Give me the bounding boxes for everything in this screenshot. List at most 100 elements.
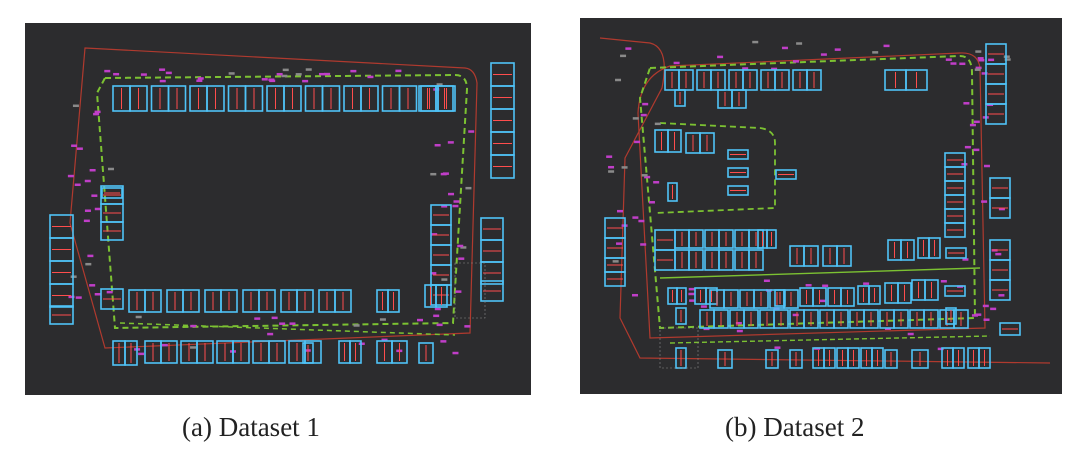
point-cloud-blob bbox=[781, 46, 788, 50]
point-cloud-blob bbox=[983, 164, 990, 168]
point-cloud-blob bbox=[71, 144, 78, 147]
point-cloud-blob bbox=[381, 338, 388, 342]
parking-slot-box bbox=[783, 289, 799, 309]
parking-slot-box bbox=[435, 284, 448, 308]
dataset-2-map bbox=[580, 18, 1062, 394]
point-cloud-blob bbox=[279, 322, 286, 325]
parking-slot-box bbox=[743, 309, 759, 329]
point-cloud-blob bbox=[644, 175, 651, 179]
point-cloud-blob bbox=[107, 167, 114, 171]
parking-slot-box bbox=[220, 289, 238, 313]
parking-slot-box bbox=[897, 282, 912, 304]
point-cloud-blob bbox=[430, 272, 437, 275]
point-cloud-blob bbox=[430, 172, 437, 176]
parking-slot-box bbox=[296, 289, 314, 313]
dataset-1-map-canvas bbox=[49, 47, 515, 366]
point-cloud-blob bbox=[159, 79, 166, 83]
point-cloud-blob bbox=[305, 68, 312, 71]
point-cloud-blob bbox=[796, 42, 803, 45]
parking-slot-box bbox=[893, 309, 909, 329]
parking-slot-box bbox=[604, 271, 626, 287]
point-cloud-blob bbox=[822, 284, 829, 288]
point-cloud-blob bbox=[620, 54, 627, 58]
point-cloud-blob bbox=[267, 332, 274, 336]
parking-slot-box bbox=[206, 85, 225, 112]
parking-slot-box bbox=[244, 85, 264, 112]
point-cloud-blob bbox=[642, 102, 649, 106]
parking-slot-box bbox=[765, 349, 779, 369]
parking-slot-box bbox=[847, 347, 860, 369]
point-cloud-blob bbox=[774, 346, 781, 349]
parking-slot-box bbox=[688, 229, 704, 249]
parking-slot-box bbox=[674, 89, 686, 107]
parking-slot-box bbox=[774, 289, 786, 307]
point-cloud-blob bbox=[977, 57, 984, 60]
point-cloud-blob bbox=[465, 186, 472, 190]
parking-slot-box bbox=[905, 69, 928, 91]
parking-slot-box bbox=[775, 169, 797, 180]
point-cloud-blob bbox=[85, 262, 92, 266]
parking-slot-box bbox=[718, 229, 734, 249]
point-cloud-blob bbox=[735, 321, 742, 325]
point-cloud-blob bbox=[282, 68, 289, 72]
point-cloud-blob bbox=[289, 322, 296, 325]
point-cloud-blob bbox=[688, 292, 695, 296]
parking-slot-box bbox=[144, 289, 162, 313]
point-cloud-blob bbox=[688, 287, 695, 291]
parking-slot-box bbox=[129, 85, 148, 112]
point-cloud-blob bbox=[975, 50, 982, 53]
point-cloud-blob bbox=[863, 282, 870, 285]
point-cloud-blob bbox=[771, 67, 778, 71]
point-cloud-blob bbox=[464, 325, 471, 328]
point-cloud-blob bbox=[1004, 58, 1011, 61]
parking-slot-box bbox=[676, 287, 687, 305]
point-cloud-blob bbox=[950, 62, 957, 65]
point-cloud-blob bbox=[982, 304, 989, 308]
parking-slot-box bbox=[688, 249, 704, 271]
caption-text: Dataset 2 bbox=[763, 412, 865, 442]
parking-slot-box bbox=[182, 289, 200, 313]
parking-slot-box bbox=[871, 347, 884, 369]
point-cloud-blob bbox=[634, 140, 641, 144]
parking-slot-box bbox=[667, 129, 682, 153]
point-cloud-blob bbox=[295, 73, 302, 76]
point-cloud-blob bbox=[302, 79, 309, 83]
parking-slot-box bbox=[928, 237, 941, 259]
parking-slot-box bbox=[490, 154, 515, 179]
point-cloud-blob bbox=[616, 242, 623, 245]
point-cloud-blob bbox=[632, 117, 639, 120]
point-cloud-blob bbox=[76, 147, 83, 150]
dataset-1-map bbox=[25, 23, 531, 395]
point-cloud-blob bbox=[962, 258, 969, 261]
parking-slot-box bbox=[283, 85, 302, 112]
parking-slot-box bbox=[713, 309, 729, 329]
dataset-2-map-canvas bbox=[599, 37, 1051, 369]
point-cloud-blob bbox=[395, 69, 402, 73]
point-cloud-blob bbox=[969, 123, 976, 127]
point-cloud-blob bbox=[140, 73, 147, 76]
caption-label: (a) bbox=[182, 412, 212, 442]
parking-slot-box bbox=[160, 340, 178, 364]
parking-slot-box bbox=[773, 309, 789, 329]
parking-slot-box bbox=[302, 342, 314, 364]
point-cloud-blob bbox=[447, 141, 454, 144]
point-cloud-blob bbox=[819, 299, 826, 303]
point-cloud-blob bbox=[75, 296, 82, 299]
point-cloud-blob bbox=[703, 327, 710, 331]
point-cloud-blob bbox=[84, 209, 91, 212]
parking-slot-box bbox=[836, 245, 852, 267]
point-cloud-blob bbox=[883, 44, 890, 48]
trajectory-green-mid bbox=[659, 267, 981, 279]
point-cloud-blob bbox=[269, 79, 276, 83]
point-cloud-blob bbox=[91, 194, 98, 197]
parking-slot-box bbox=[699, 132, 715, 154]
parking-slot-box bbox=[989, 197, 1011, 219]
parking-slot-box bbox=[753, 289, 769, 309]
parking-slot-box bbox=[863, 309, 879, 329]
parking-slot-box bbox=[678, 69, 694, 91]
point-cloud-blob bbox=[736, 329, 743, 333]
parking-slot-box bbox=[868, 285, 881, 305]
point-cloud-blob bbox=[228, 72, 235, 75]
point-cloud-blob bbox=[190, 346, 197, 349]
point-cloud-blob bbox=[940, 280, 947, 283]
